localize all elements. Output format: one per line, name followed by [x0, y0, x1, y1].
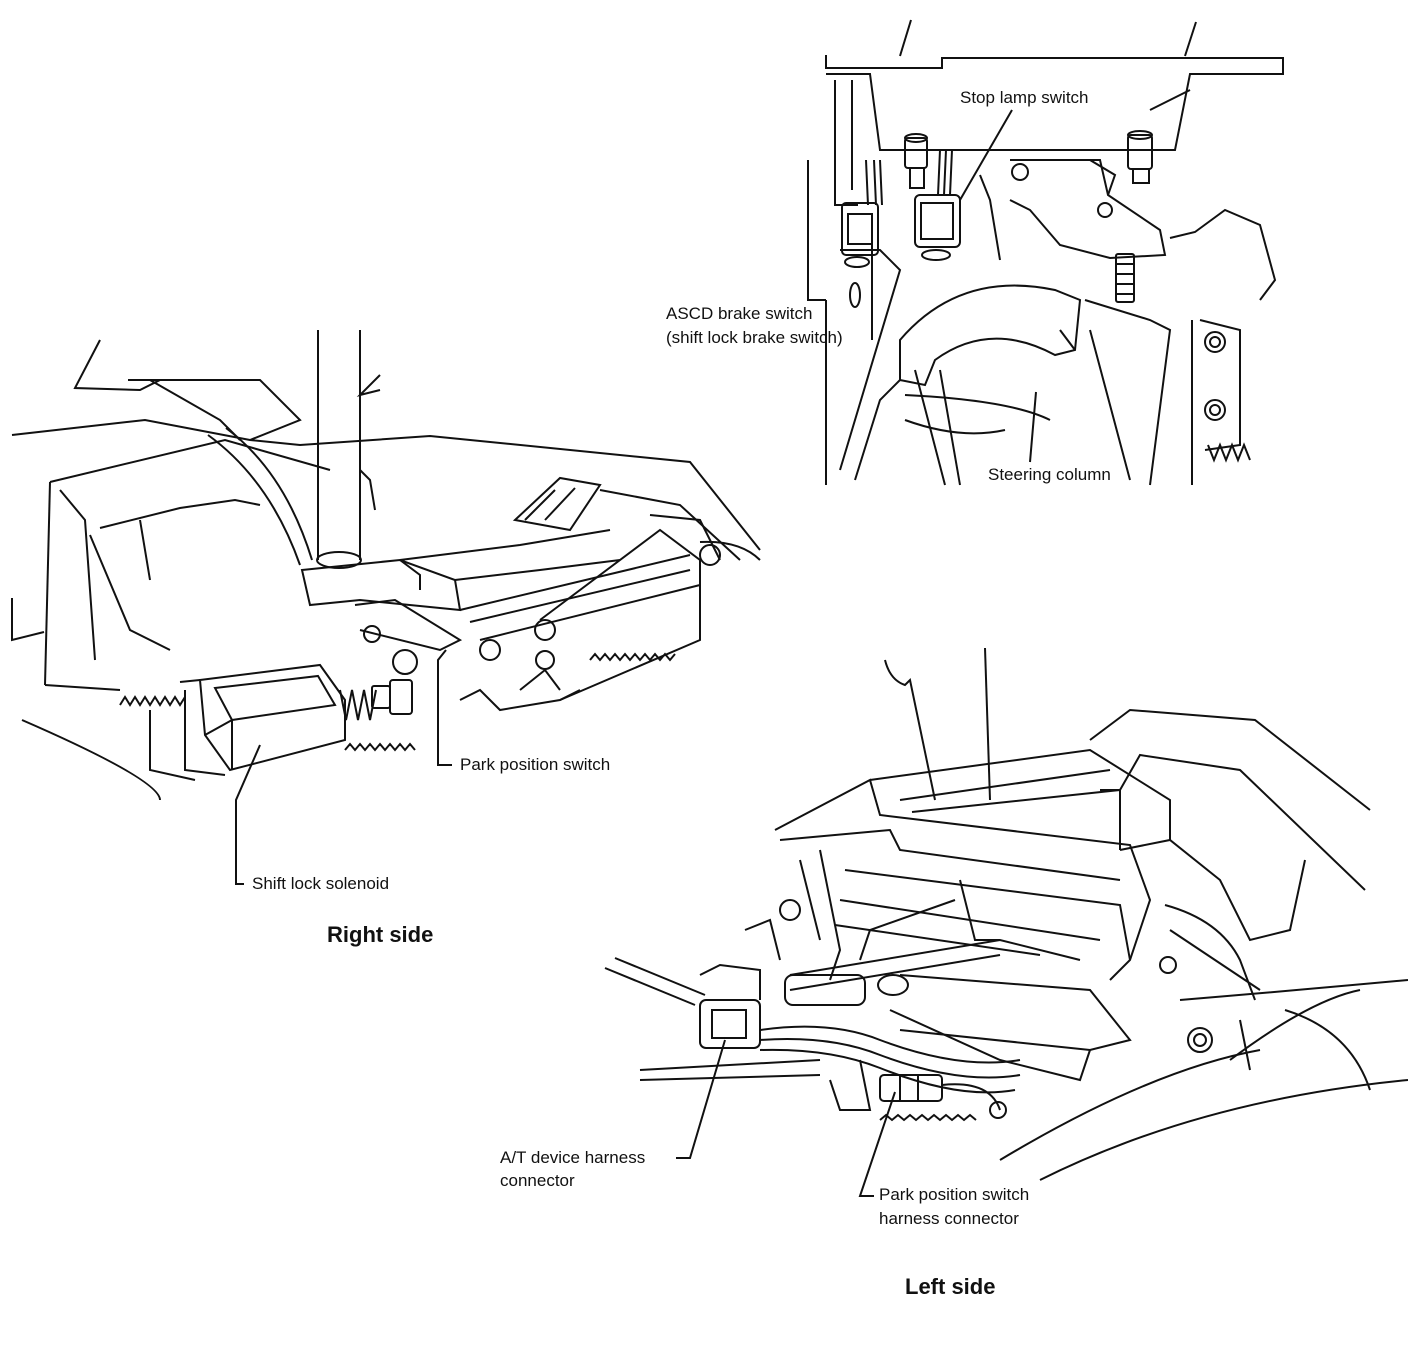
leader-shift-lock-solenoid — [236, 745, 260, 884]
leader-park-position-switch — [438, 650, 452, 765]
label-at-device-harness: A/T device harness — [500, 1148, 646, 1167]
label-ascd-brake-switch: ASCD brake switch — [666, 304, 813, 323]
caption-right-side: Right side — [327, 922, 434, 947]
leader-stop-lamp-bracket — [1150, 90, 1190, 110]
caption-left-side: Left side — [905, 1274, 996, 1299]
label-park-position-harness: Park position switch — [879, 1185, 1030, 1204]
label-stop-lamp-switch: Stop lamp switch — [960, 88, 1089, 107]
label-at-device-harness-sub: connector — [500, 1171, 575, 1190]
leader-steering-column — [1030, 392, 1036, 462]
label-park-position-harness-sub: harness connector — [879, 1209, 1019, 1228]
leader-park-position-harness — [860, 1092, 895, 1196]
label-shift-lock-solenoid: Shift lock solenoid — [252, 874, 390, 893]
label-ascd-brake-switch-sub: (shift lock brake switch) — [666, 328, 843, 347]
leader-stop-lamp-switch — [960, 110, 1012, 200]
leader-at-device-harness — [676, 1040, 725, 1158]
label-park-position-switch: Park position switch — [460, 755, 611, 774]
label-steering-column: Steering column — [988, 465, 1111, 484]
